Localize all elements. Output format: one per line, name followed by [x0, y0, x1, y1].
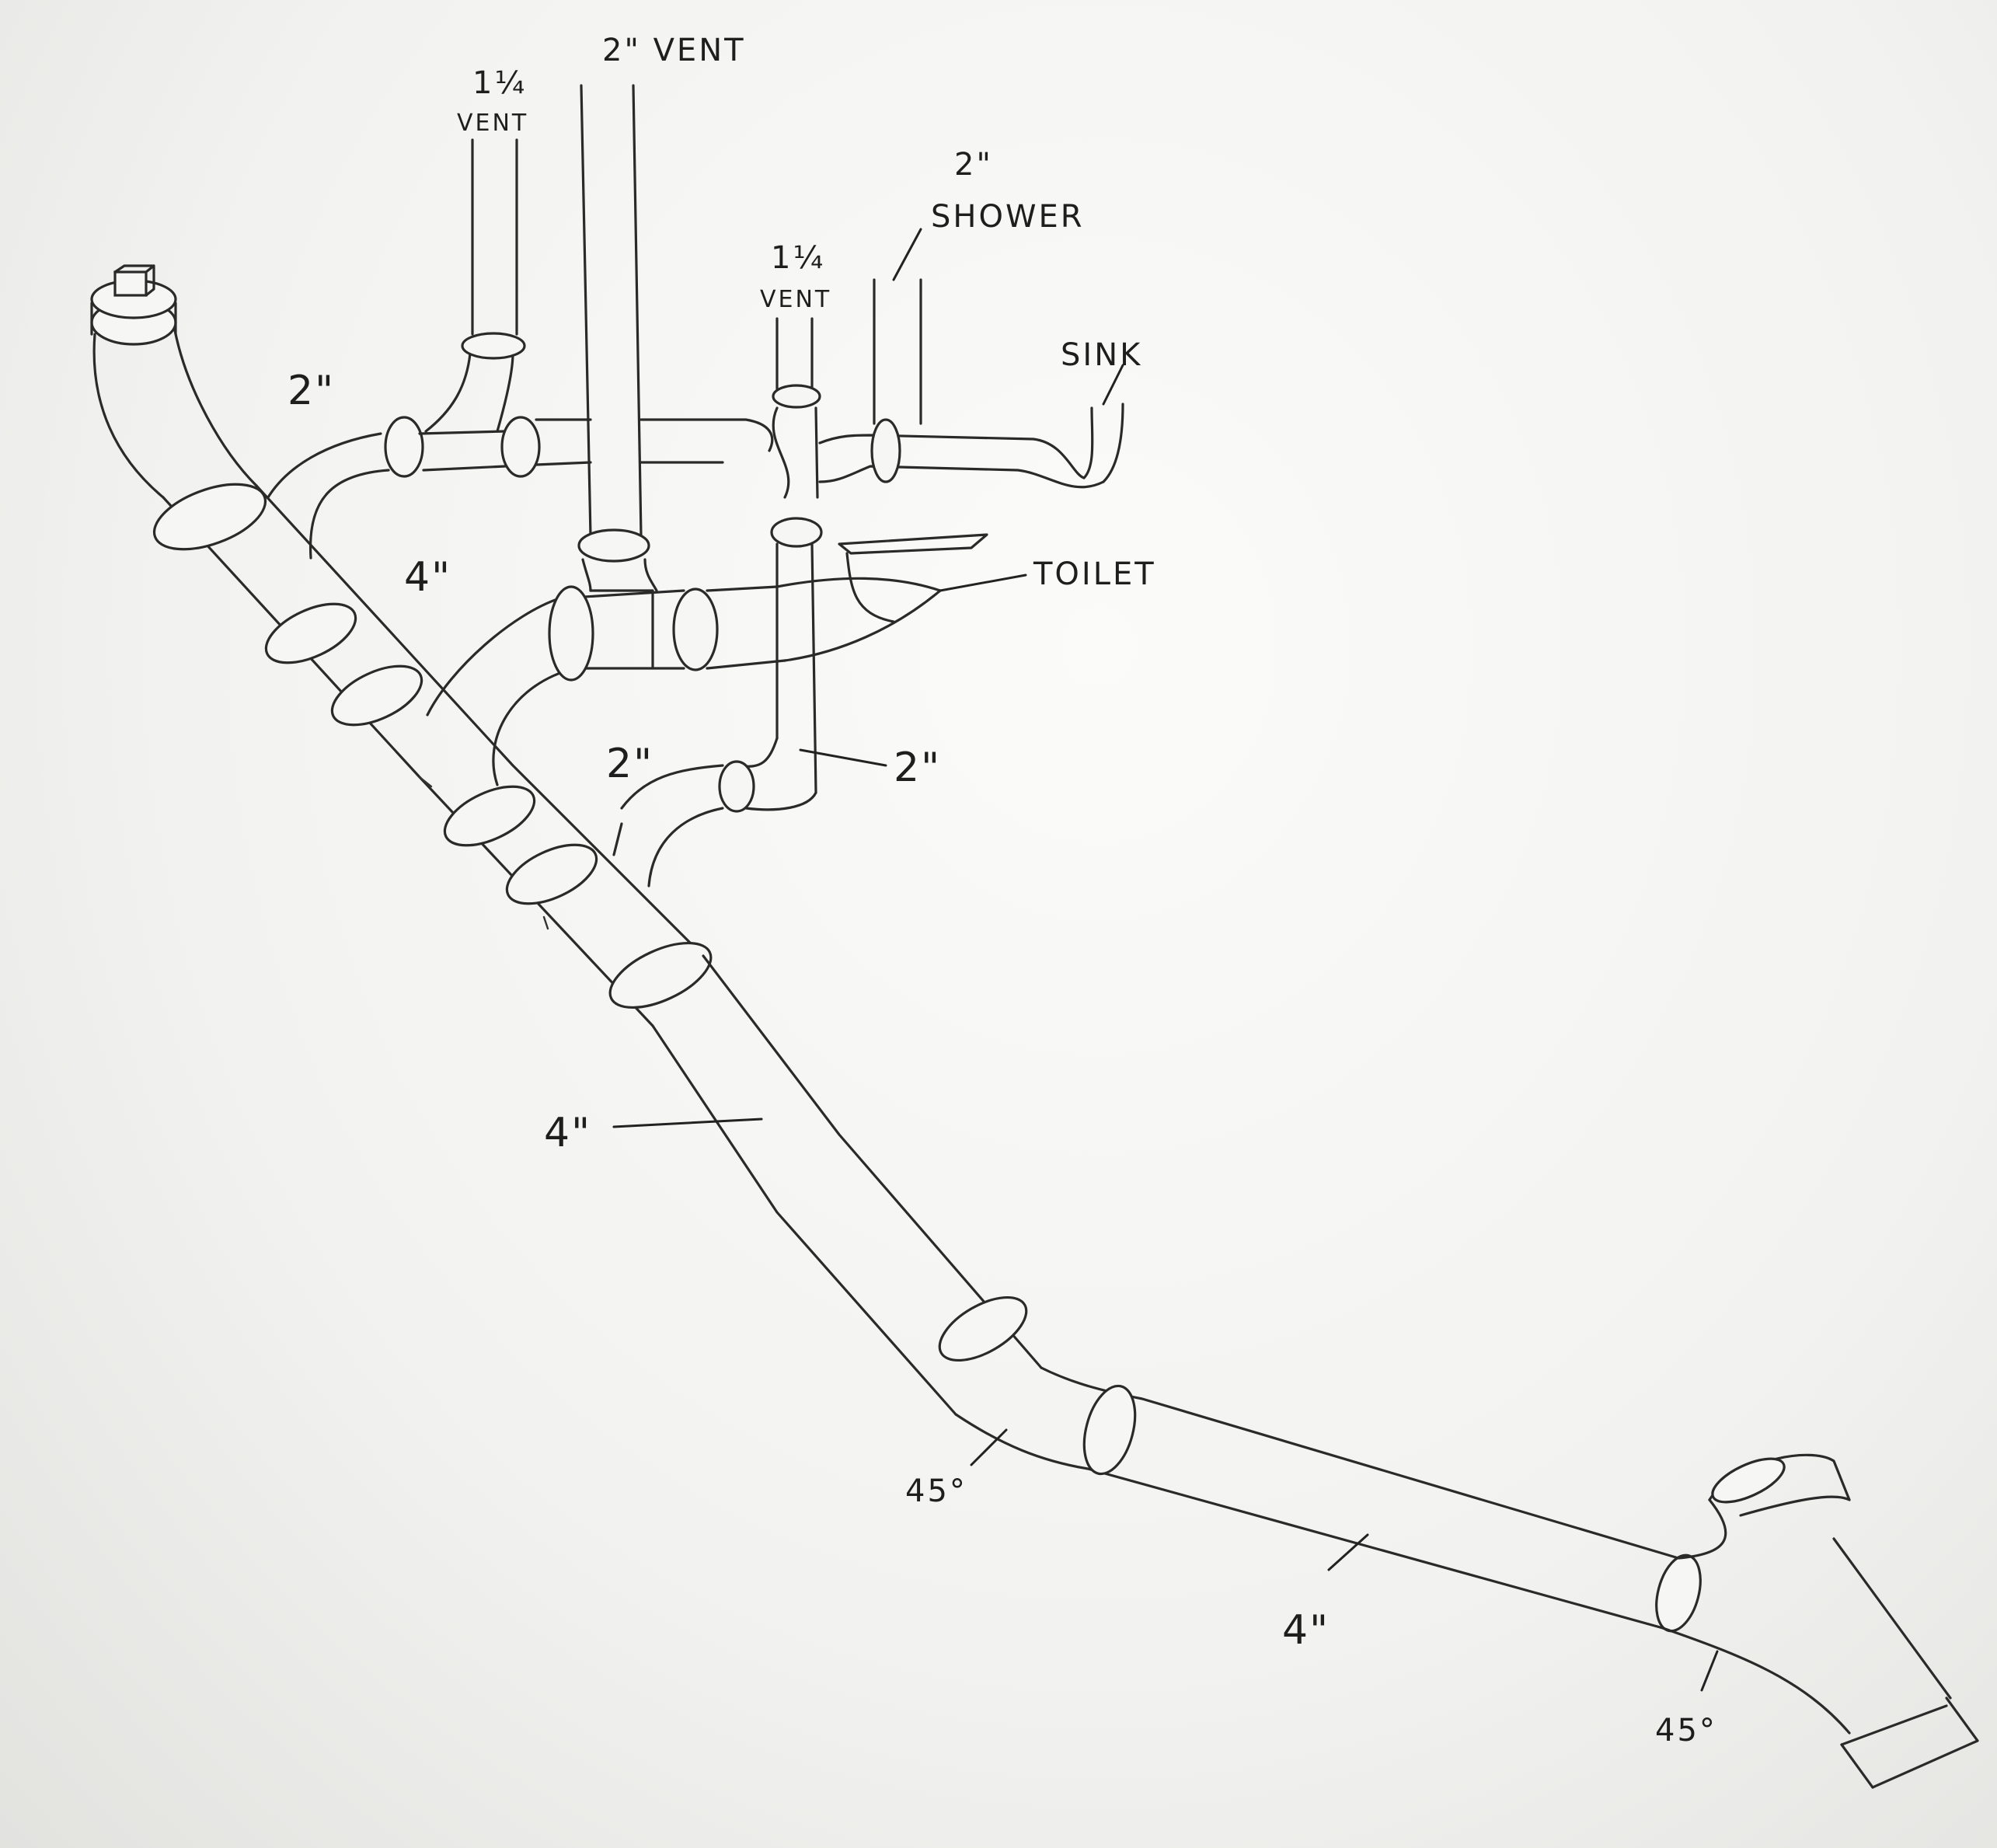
label-toilet: TOILET	[1033, 556, 1156, 592]
label-vent-drop-2in: 2"	[894, 744, 941, 791]
label-main-upper-4in: 4"	[404, 554, 451, 601]
label-main-lower-4in: 4"	[1282, 1607, 1330, 1654]
label-vent-quarter-left-word: VENT	[457, 110, 528, 137]
lower-wye	[1655, 1453, 1979, 1789]
label-sink: SINK	[1061, 337, 1142, 373]
main-drain-lower	[938, 1295, 1680, 1630]
label-main-run-4in: 4"	[544, 1110, 591, 1156]
label-shower-word: SHOWER	[931, 199, 1085, 235]
label-vent-2in: 2" VENT	[602, 33, 746, 68]
vent-2in-riser	[577, 84, 658, 592]
leader-lines	[418, 228, 1719, 1692]
label-wye-45-lower: 45°	[1655, 1713, 1717, 1749]
upper-branch	[267, 138, 774, 560]
main-drain-middle	[651, 954, 1043, 1416]
cleanout-elbow	[90, 264, 258, 499]
toilet-branch	[426, 533, 988, 786]
main-drain-upper	[152, 483, 713, 1027]
labels: 1¼ VENT 2" VENT 2" SHOWER 1¼ VENT SINK T…	[288, 33, 1717, 1749]
label-branch-upper-2in: 2"	[288, 368, 335, 414]
right-vent-stack	[612, 317, 823, 887]
shower-sink-branch	[818, 278, 1124, 489]
label-vent-quarter-left-size: 1¼	[472, 65, 527, 101]
label-shower-size: 2"	[954, 147, 993, 183]
label-elbow-45-upper: 45°	[905, 1473, 967, 1509]
label-vent-quarter-right-word: VENT	[760, 286, 831, 313]
label-branch-lower-2in: 2"	[606, 741, 653, 787]
label-vent-quarter-right-size: 1¼	[771, 240, 825, 276]
